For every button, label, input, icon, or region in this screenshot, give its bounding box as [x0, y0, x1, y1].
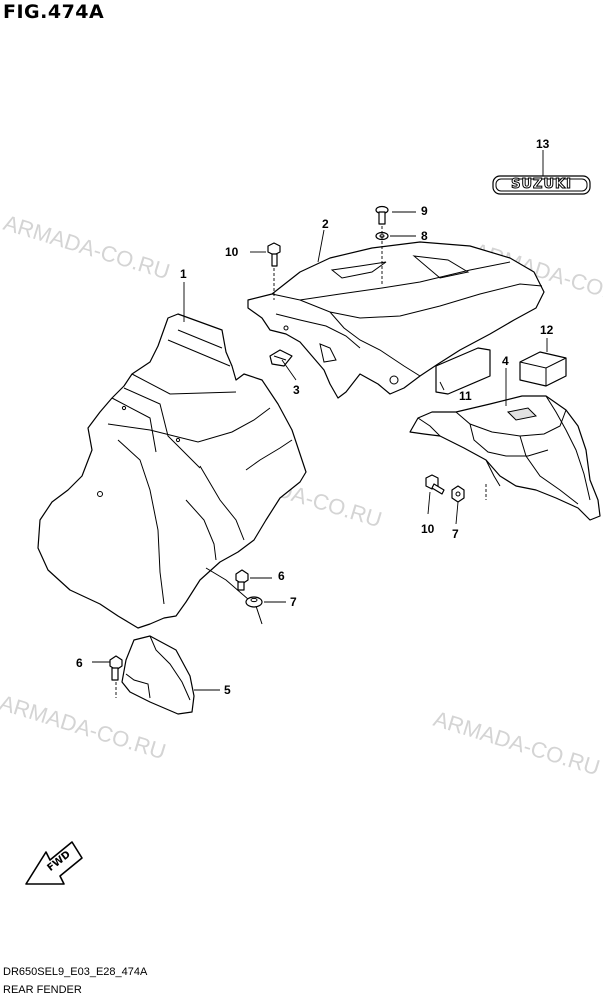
- callout-10: 10: [421, 522, 435, 536]
- cushion-block-part: [519, 351, 567, 387]
- fwd-arrow-icon: [25, 841, 83, 885]
- callout-8: 8: [421, 229, 428, 243]
- callout-5: 5: [224, 683, 231, 697]
- mud-flap-part: [121, 635, 195, 715]
- bolt-6-upper: [235, 569, 249, 591]
- bolt-9: [375, 205, 389, 225]
- callout-9: 9: [421, 204, 428, 218]
- emblem-text: SUZUKI: [511, 177, 572, 193]
- rear-fender-upper-part: [247, 241, 545, 399]
- suzuki-emblem-part: [492, 175, 591, 195]
- callout-4: 4: [502, 354, 509, 368]
- callout-6: 6: [278, 569, 285, 583]
- callout-10: 10: [225, 245, 239, 259]
- callout-11: 11: [459, 389, 472, 403]
- reflector-part: [435, 347, 491, 395]
- callout-13: 13: [536, 137, 550, 151]
- callout-3: 3: [293, 383, 300, 397]
- inner-fender-part: [37, 313, 307, 629]
- callout-1: 1: [180, 267, 187, 281]
- bolt-6-lower: [109, 655, 123, 681]
- callout-7: 7: [452, 527, 459, 541]
- bolt-10-lower: [425, 474, 445, 495]
- callout-7: 7: [290, 595, 297, 609]
- nut-7-lower: [451, 485, 465, 503]
- callout-12: 12: [540, 323, 554, 337]
- figure-title: FIG.474A: [3, 1, 105, 23]
- nut-7-upper: [245, 596, 263, 608]
- callout-2: 2: [322, 217, 329, 231]
- callout-6: 6: [76, 656, 83, 670]
- bolt-10-upper: [267, 242, 281, 267]
- diagram-title: REAR FENDER: [3, 984, 82, 996]
- clip-nut-part: [269, 349, 293, 367]
- rear-fender-lower-part: [409, 395, 601, 521]
- diagram-code: DR650SEL9_E03_E28_474A: [3, 966, 148, 978]
